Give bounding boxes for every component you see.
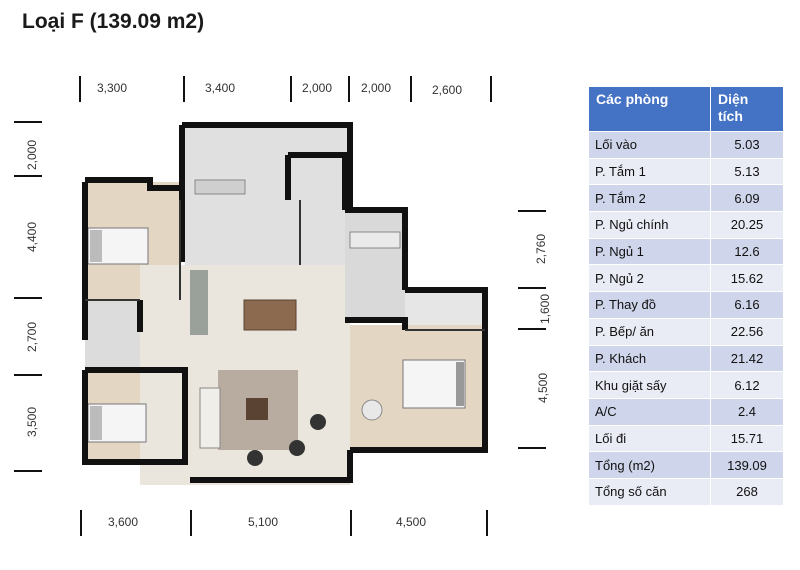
room-area: 21.42 (710, 344, 784, 373)
table-row-units: Tổng số căn 268 (588, 477, 784, 506)
room-area: 20.25 (710, 211, 784, 239)
room-area: 6.16 (710, 291, 784, 319)
table-row: P. Thay đồ 6.16 (588, 291, 784, 319)
dim-right-1: 2,760 (534, 233, 549, 265)
room-name: P. Thay đồ (588, 291, 711, 319)
table-row: P. Ngủ chính 20.25 (588, 211, 784, 239)
room-area: 15.71 (710, 424, 784, 453)
table-row: P. Ngủ 1 12.6 (588, 237, 784, 266)
furniture (87, 179, 466, 466)
table-row: P. Tắm 1 5.13 (588, 157, 784, 186)
table-row: P. Bếp/ ăn 22.56 (588, 317, 784, 346)
room-area: 6.09 (710, 184, 784, 213)
room-name: Tổng số căn (588, 477, 711, 506)
room-area: 5.13 (710, 157, 784, 186)
dim-bottom-2: 5,100 (248, 515, 279, 529)
room-area: 2.4 (710, 397, 784, 426)
dim-top-5: 2,600 (432, 83, 463, 97)
room-area: 5.03 (710, 131, 784, 159)
table-row: P. Khách 21.42 (588, 344, 784, 373)
room-name: P. Khách (588, 344, 711, 373)
dim-top-1: 3,300 (97, 81, 128, 95)
room-name: P. Ngủ 1 (588, 237, 711, 266)
thin-walls (85, 200, 485, 331)
room-area: 15.62 (710, 264, 784, 293)
room-name: A/C (588, 397, 711, 426)
dim-bottom-3: 4,500 (396, 515, 427, 529)
room-name: P. Tắm 2 (588, 184, 711, 213)
room-name: Khu giặt sấy (588, 371, 711, 399)
dim-top-4: 2,000 (361, 81, 392, 95)
room-area: 22.56 (710, 317, 784, 346)
room-name: P. Bếp/ ăn (588, 317, 711, 346)
table-header-row: Các phòng Diện tích (588, 86, 784, 132)
table-row: A/C 2.4 (588, 397, 784, 426)
room-name: P. Tắm 1 (588, 157, 711, 186)
header-area: Diện tích (710, 86, 784, 132)
room-area: 6.12 (710, 371, 784, 399)
dim-right-2: 1,600 (538, 293, 553, 325)
walls (82, 122, 488, 483)
table-row-total: Tổng (m2) 139.09 (588, 451, 784, 479)
header-room: Các phòng (588, 86, 711, 132)
dim-left-1: 2,000 (25, 139, 40, 171)
dim-left-3: 2,700 (25, 321, 40, 353)
dim-top-3: 2,000 (302, 81, 333, 95)
room-name: P. Ngủ chính (588, 211, 711, 239)
room-name: Lối đi (588, 424, 711, 453)
page-title: Loại F (139.09 m2) (22, 10, 205, 33)
dim-left-2: 4,400 (25, 221, 40, 253)
dim-left-4: 3,500 (25, 406, 40, 438)
table-row: Khu giặt sấy 6.12 (588, 371, 784, 399)
table-row: P. Ngủ 2 15.62 (588, 264, 784, 293)
dim-bottom-1: 3,600 (108, 515, 139, 529)
room-area-table: Các phòng Diện tích Lối vào 5.03 P. Tắm … (588, 86, 784, 506)
room-area: 139.09 (710, 451, 784, 479)
room-name: Tổng (m2) (588, 451, 711, 479)
dim-top-2: 3,400 (205, 81, 236, 95)
table-row: Lối đi 15.71 (588, 424, 784, 453)
room-name: P. Ngủ 2 (588, 264, 711, 293)
table-row: P. Tắm 2 6.09 (588, 184, 784, 213)
room-name: Lối vào (588, 131, 711, 159)
dim-right-3: 4,500 (536, 372, 551, 404)
table-row: Lối vào 5.03 (588, 131, 784, 159)
room-area: 268 (710, 477, 784, 506)
room-area: 12.6 (710, 237, 784, 266)
